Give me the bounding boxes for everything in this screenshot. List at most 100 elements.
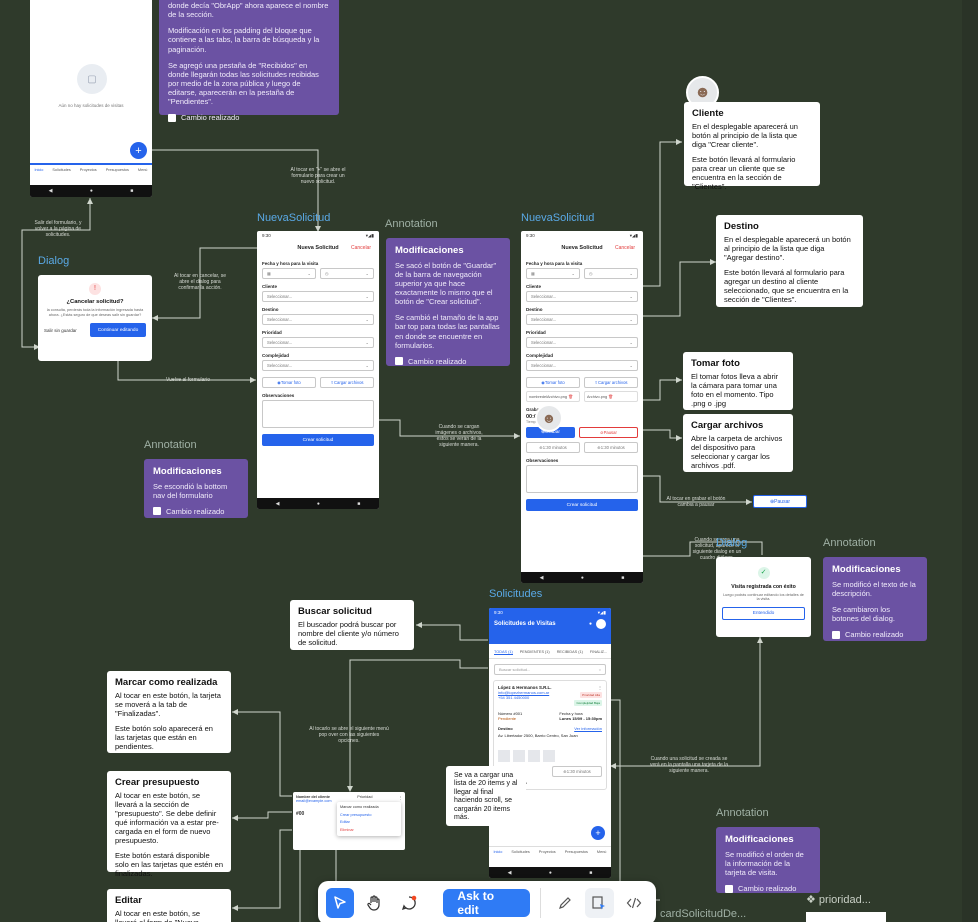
dialog-title: Visita registrada con éxito [731,584,796,590]
annotation-text: Se cambió el tamaño de la app bar top pa… [395,313,500,350]
tab-pendientes[interactable]: PENDIENTES (1) [519,650,550,654]
canvas-scrollbar[interactable] [962,0,978,922]
caption-back-form: Vuelve al formulario [165,377,210,383]
annotation-text: donde decía "ObrApp" ahora aparece el no… [168,1,329,20]
trash-icon[interactable]: 🗑 [608,395,613,399]
ask-to-edit-button[interactable]: Ask to edit [443,889,530,917]
bell-icon[interactable]: ● [588,621,592,627]
frame-label-nueva-2: NuevaSolicitud [521,212,595,224]
cancel-button[interactable]: Cancelar [614,245,635,251]
client-email: email@example.com [296,799,332,803]
annotation-title: Modificaciones [153,466,222,477]
tab-todas[interactable]: TODAS (1) [494,650,513,655]
destination-select[interactable]: Seleccionar...⌄ [526,314,638,325]
code-icon [626,897,642,909]
trash-icon[interactable]: 🗑 [568,395,573,399]
priority-select[interactable]: Seleccionar...⌄ [526,337,638,348]
nav-item-proyectos[interactable]: Proyectos [79,168,97,172]
note-text: Se va a cargar una lista de 20 items y a… [454,772,518,821]
time-input[interactable]: ◷⌄ [320,268,374,279]
client-select[interactable]: Seleccionar...⌄ [526,291,638,302]
tab-finalizadas[interactable]: FINALIZ... [589,650,608,654]
complexity-select[interactable]: Seleccionar...⌄ [262,360,374,371]
nav-item-inicio[interactable]: Inicio [34,168,44,172]
more-options-icon[interactable]: ⋮ [398,796,402,800]
draw-tool-button[interactable] [551,888,579,918]
observations-textarea[interactable] [526,465,638,493]
audio-chip[interactable]: ⊕ 1:30 minutos [584,442,638,453]
tab-recibidas[interactable]: RECIBIDAS (1) [556,650,583,654]
date-input[interactable]: ▦⌄ [262,268,316,279]
audio-chip[interactable]: ⊕ 1:30 minutos [552,766,602,777]
menu-item-edit[interactable]: Editar [340,820,350,825]
select-tool-button[interactable] [326,888,355,918]
change-done-checkbox[interactable]: Cambio realizado [153,507,239,516]
take-photo-button[interactable]: ◉ Tomar foto [262,377,316,388]
date-label: Fecha y hora [559,711,583,716]
more-options-icon[interactable]: ⋮ [598,685,602,690]
annotation-label-3: Annotation [823,537,876,549]
nav-item-solicitudes[interactable]: Solicitudes [511,850,530,854]
nav-item-presupuestos[interactable]: Presupuestos [564,850,588,854]
create-request-button[interactable]: Crear solicitud [262,434,374,446]
upload-files-button[interactable]: ⇪ Cargar archivos [320,377,374,388]
priority-select[interactable]: Seleccionar...⌄ [262,337,374,348]
audio-chip[interactable]: ⊕ 1:30 minutos [526,442,580,453]
nav-item-menu[interactable]: Menú [596,850,607,854]
fab-add-button[interactable]: + [130,142,147,159]
pen-icon [558,897,571,909]
caption-exit-form: Salir del formulario, y volver a la pági… [34,220,82,238]
caption-record-pause: Al tocar en grabar el botón cambia a pau… [666,496,726,508]
menu-item-mark-done[interactable]: Marcar como realizada [340,805,379,809]
annotation-dialog-modifications: Modificaciones Se modificó el texto de l… [823,557,927,641]
change-done-checkbox[interactable]: Cambio realizado [725,884,811,893]
cancel-button[interactable]: Cancelar [350,245,371,251]
change-done-checkbox[interactable]: Cambio realizado [832,630,918,639]
nav-item-inicio[interactable]: Inicio [493,850,503,854]
create-request-button[interactable]: Crear solicitud [526,499,638,511]
nav-item-solicitudes[interactable]: Solicitudes [52,168,71,172]
caption-popover: Al tocarlo se abre el siguiente menú pop… [309,726,389,744]
change-done-checkbox[interactable]: Cambio realizado [395,357,501,366]
nav-item-menu[interactable]: Menú [137,168,148,172]
menu-item-delete[interactable]: Eliminar [340,827,354,832]
field-label-prioridad: Prioridad [526,330,546,335]
hand-tool-button[interactable] [360,888,388,918]
change-done-checkbox[interactable]: Cambio realizado [168,113,330,122]
avatar[interactable] [596,619,606,629]
company-email[interactable]: info@lopezhermanos.com.ar [498,690,550,695]
file-chip[interactable]: Archivo.png 🗑 [584,391,638,402]
annotation-card-modifications: Modificaciones Se modificó el orden de l… [716,827,820,893]
comment-tool-button[interactable] [395,888,423,918]
nav-item-presupuestos[interactable]: Presupuestos [105,168,129,172]
pause-button-variant[interactable]: ⊕ Pausar [753,495,807,508]
inspect-tool-button[interactable] [585,888,614,918]
frame-label-prioridad: ❖ prioridad... [806,894,871,906]
code-view-button[interactable] [620,888,648,918]
understood-button[interactable]: Entendido [722,607,805,620]
upload-files-button[interactable]: ⇪ Cargar archivos [584,377,638,388]
menu-item-create-budget[interactable]: Crear presupuesto [340,812,372,817]
field-label-fecha: Fecha y hora para la visita [262,261,319,266]
search-input[interactable]: Buscar solicitud...○ [494,664,606,675]
observations-textarea[interactable] [262,400,374,428]
exit-without-save-button[interactable]: Salir sin guardar [44,327,77,333]
client-select[interactable]: Seleccionar...⌄ [262,291,374,302]
note-text: Este botón llevará al formulario para cr… [692,155,796,192]
view-info-link[interactable]: Ver información [574,726,602,731]
destination-select[interactable]: Seleccionar...⌄ [262,314,374,325]
continue-editing-button[interactable]: Continuar editando [90,323,146,338]
file-chip[interactable]: nombredelArchivo.png 🗑 [526,391,580,402]
complexity-select[interactable]: Seleccionar...⌄ [526,360,638,371]
pause-button[interactable]: ⊘ Pausar [579,427,638,438]
nav-item-proyectos[interactable]: Proyectos [538,850,556,854]
date-input[interactable]: ▦⌄ [526,268,580,279]
take-photo-button[interactable]: ◉ Tomar foto [526,377,580,388]
record-button[interactable]: ⊕ Grabar [526,427,575,438]
dialog-body: la consulta, perderás toda la informació… [46,308,144,317]
search-icon: ○ [598,667,601,672]
company-phone[interactable]: +54 351 4450000 [498,695,530,700]
note-text: Al tocar en este botón, se llevará a la … [115,791,219,846]
time-input[interactable]: ◷⌄ [584,268,638,279]
fab-add-button[interactable]: + [591,826,605,840]
